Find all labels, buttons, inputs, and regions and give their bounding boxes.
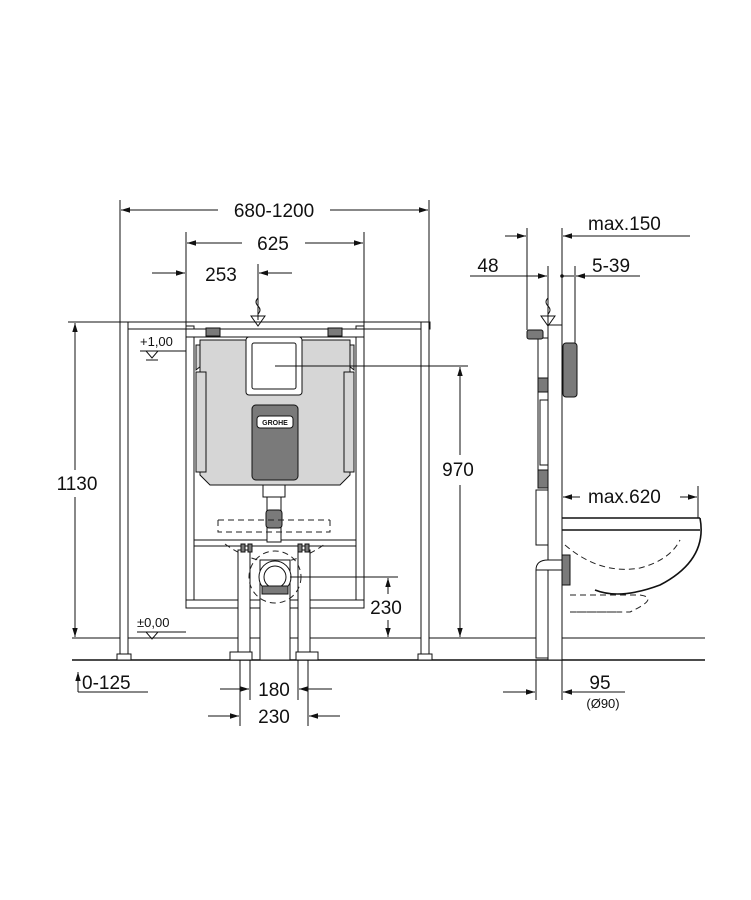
drain-height-label: 230 [370, 598, 402, 619]
bowl-projection-label: max.620 [588, 487, 661, 508]
dim-feet-inner: 180 [220, 660, 332, 701]
max-depth-label: max.150 [588, 214, 661, 235]
dim-max-depth: max.150 [561, 214, 690, 325]
actuation-height-label: 970 [442, 460, 474, 481]
pipe-depth-label: 95 [589, 673, 610, 694]
dim-inner-width: 625 [185, 232, 365, 326]
dim-pipe-depth: 95 (Ø90) [503, 660, 625, 711]
dim-width-range: 680-1200 [119, 200, 430, 322]
grohe-logo [256, 415, 294, 429]
pipe-diameter-label: (Ø90) [586, 696, 619, 711]
water-inlet-symbol [255, 297, 261, 315]
cistern: GROHE [195, 336, 355, 543]
dim-feet-outer: 230 [208, 660, 340, 728]
dim-drain-height: 230 [290, 576, 402, 637]
logo-text: GROHE [262, 420, 288, 427]
level-top-label: +1,00 [140, 334, 173, 349]
level-marker-top: +1,00 [140, 334, 186, 361]
side-frame [526, 297, 578, 661]
wall-adjust-label: 5-39 [592, 256, 630, 277]
front-frame [116, 321, 433, 661]
top-clip-left [205, 327, 221, 337]
floor-adjust-label: 0-125 [82, 673, 131, 694]
level-marker-zero: ±0,00 [137, 615, 186, 640]
top-clip-right [327, 327, 343, 337]
dim-frame-depth: 48 [470, 228, 549, 330]
dim-offset: 253 [152, 264, 292, 327]
feet-outer-label: 230 [258, 707, 290, 728]
dim-total-height: 1130 [57, 321, 120, 637]
total-height-label: 1130 [57, 474, 98, 495]
floor-line [72, 637, 705, 661]
width-range-label: 680-1200 [234, 201, 314, 222]
side-actuation-plate [562, 342, 578, 398]
inner-width-label: 625 [257, 234, 289, 255]
feet-inner-label: 180 [258, 680, 290, 701]
dim-floor-adjust: 0-125 [75, 672, 148, 694]
side-bowl [562, 517, 702, 613]
drain-assembly [229, 543, 319, 661]
level-zero-label: ±0,00 [137, 615, 169, 630]
dim-wall-adjust: 5-39 [560, 256, 640, 343]
dim-actuation-height: 970 [275, 365, 510, 639]
frame-depth-label: 48 [477, 256, 498, 277]
dim-bowl-projection: max.620 [563, 486, 699, 518]
offset-label: 253 [205, 265, 237, 286]
